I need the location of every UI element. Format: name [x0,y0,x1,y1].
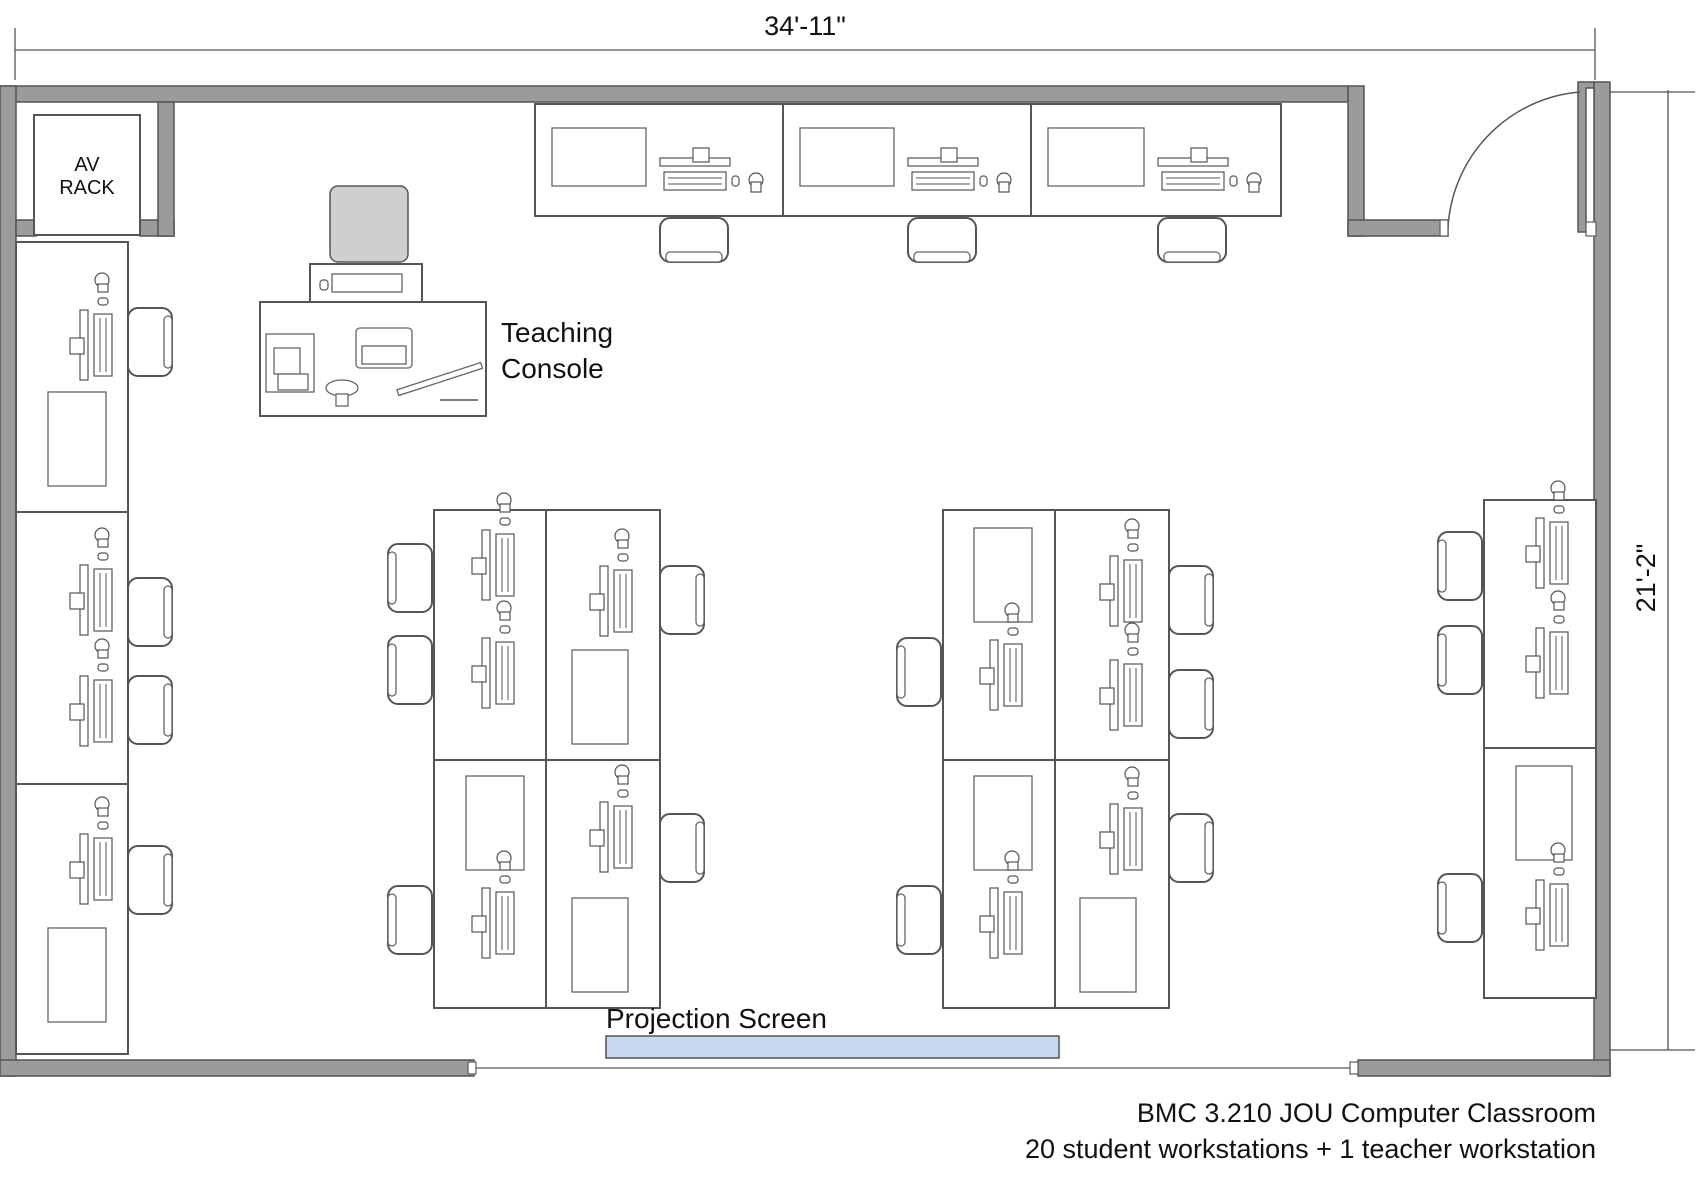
island-left [387,492,705,1009]
projection-screen-label: Projection Screen [606,1003,827,1034]
av-rack: AV RACK [33,114,141,236]
room-walls [0,81,1611,1077]
teaching-console-label-line2: Console [501,353,604,384]
width-dimension-label: 34'-11" [764,11,846,41]
right-desk-column [1437,480,1597,999]
caption: BMC 3.210 JOU Computer Classroom 20 stud… [1025,1098,1596,1164]
left-desk-column [15,241,173,1055]
width-dimension: 34'-11" [14,11,1596,80]
height-dimension-label: 21'-2" [1631,544,1661,613]
door [1439,87,1597,237]
caption-line1: BMC 3.210 JOU Computer Classroom [1137,1098,1596,1128]
av-rack-label-line1: AV [74,154,100,176]
top-desk-row [534,103,1282,263]
height-dimension: 21'-2" [1610,90,1695,1051]
av-rack-label-line2: RACK [59,177,115,199]
projection-screen-bar [605,1035,1060,1059]
caption-line2: 20 student workstations + 1 teacher work… [1025,1134,1596,1164]
teaching-console: Teaching Console [259,185,613,417]
teaching-console-label-line1: Teaching [501,317,613,348]
island-right [896,509,1214,1009]
projection-screen: Projection Screen [605,1003,1060,1059]
